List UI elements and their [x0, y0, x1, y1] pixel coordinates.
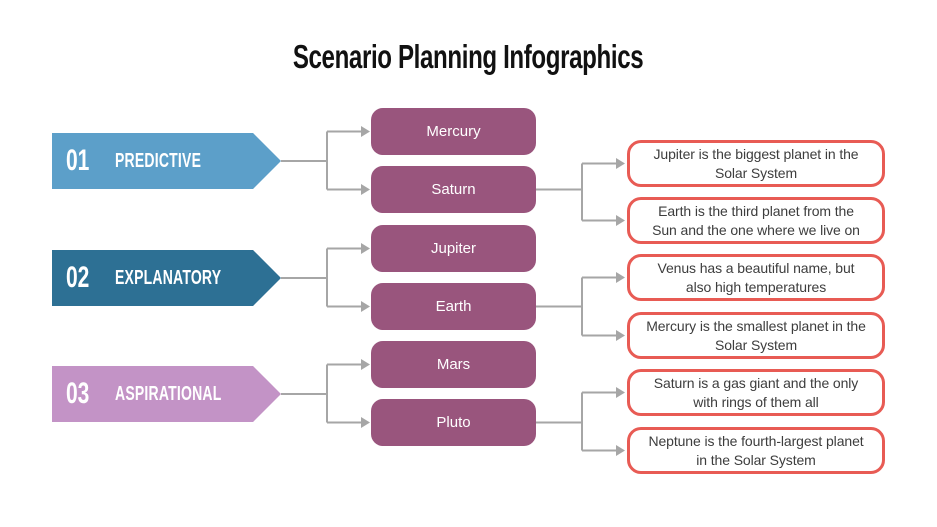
category-arrow-predictive: 01 PREDICTIVE: [52, 133, 281, 189]
planet-label: Mars: [436, 356, 471, 373]
planet-box-jupiter: Jupiter: [371, 225, 536, 272]
fact-box-neptune: Neptune is the fourth-largest planet in …: [627, 427, 885, 474]
category-number: 03: [66, 377, 90, 410]
planet-box-saturn: Saturn: [371, 166, 536, 213]
arrowhead-icon: [361, 243, 370, 254]
arrowhead-icon: [361, 184, 370, 195]
connector-explanatory: [281, 247, 362, 308]
fact-box-mercury: Mercury is the smallest planet in the So…: [627, 312, 885, 359]
category-arrow-aspirational: 03 ASPIRATIONAL: [52, 366, 281, 422]
planet-label: Saturn: [431, 181, 476, 198]
arrowhead-icon: [361, 359, 370, 370]
connector-earth-facts: [536, 276, 617, 337]
connector-arrowheads: [361, 126, 625, 456]
arrowhead-icon: [361, 417, 370, 428]
category-label: PREDICTIVE: [115, 150, 202, 172]
fact-text: Earth is the third planet from the Sun a…: [652, 202, 860, 238]
planet-box-earth: Earth: [371, 283, 536, 330]
connector-saturn-facts: [536, 162, 617, 222]
arrowhead-icon: [616, 387, 625, 398]
fact-text: Jupiter is the biggest planet in the Sol…: [653, 145, 859, 181]
planet-label: Jupiter: [430, 240, 477, 257]
connector-pluto-facts: [536, 391, 617, 452]
arrowhead-icon: [361, 301, 370, 312]
planet-box-mercury: Mercury: [371, 108, 536, 155]
page-title: Scenario Planning Infographics: [0, 40, 937, 73]
arrowhead-icon: [616, 330, 625, 341]
planet-box-pluto: Pluto: [371, 399, 536, 446]
fact-text: Venus has a beautiful name, but also hig…: [657, 259, 855, 295]
planet-label: Pluto: [436, 414, 471, 431]
fact-text: Saturn is a gas giant and the only with …: [653, 374, 859, 410]
arrowhead-icon: [616, 158, 625, 169]
connector-predictive: [281, 130, 362, 191]
arrowhead-icon: [616, 445, 625, 456]
fact-text: Mercury is the smallest planet in the So…: [646, 317, 866, 353]
category-number: 02: [66, 261, 90, 294]
arrowhead-icon: [616, 215, 625, 226]
fact-text: Neptune is the fourth-largest planet in …: [648, 432, 864, 468]
planet-label: Mercury: [426, 123, 481, 140]
planet-box-mars: Mars: [371, 341, 536, 388]
arrowhead-icon: [361, 126, 370, 137]
category-label: EXPLANATORY: [115, 267, 222, 289]
fact-box-jupiter: Jupiter is the biggest planet in the Sol…: [627, 140, 885, 187]
fact-box-venus: Venus has a beautiful name, but also hig…: [627, 254, 885, 301]
connector-trunks: [281, 130, 617, 452]
connector-aspirational: [281, 363, 362, 424]
page-title-text: Scenario Planning Infographics: [293, 38, 644, 75]
fact-box-saturn: Saturn is a gas giant and the only with …: [627, 369, 885, 416]
category-number: 01: [66, 144, 90, 177]
planet-label: Earth: [435, 298, 472, 315]
arrowhead-icon: [616, 272, 625, 283]
fact-box-earth: Earth is the third planet from the Sun a…: [627, 197, 885, 244]
category-label: ASPIRATIONAL: [115, 383, 222, 405]
category-arrow-explanatory: 02 EXPLANATORY: [52, 250, 281, 306]
